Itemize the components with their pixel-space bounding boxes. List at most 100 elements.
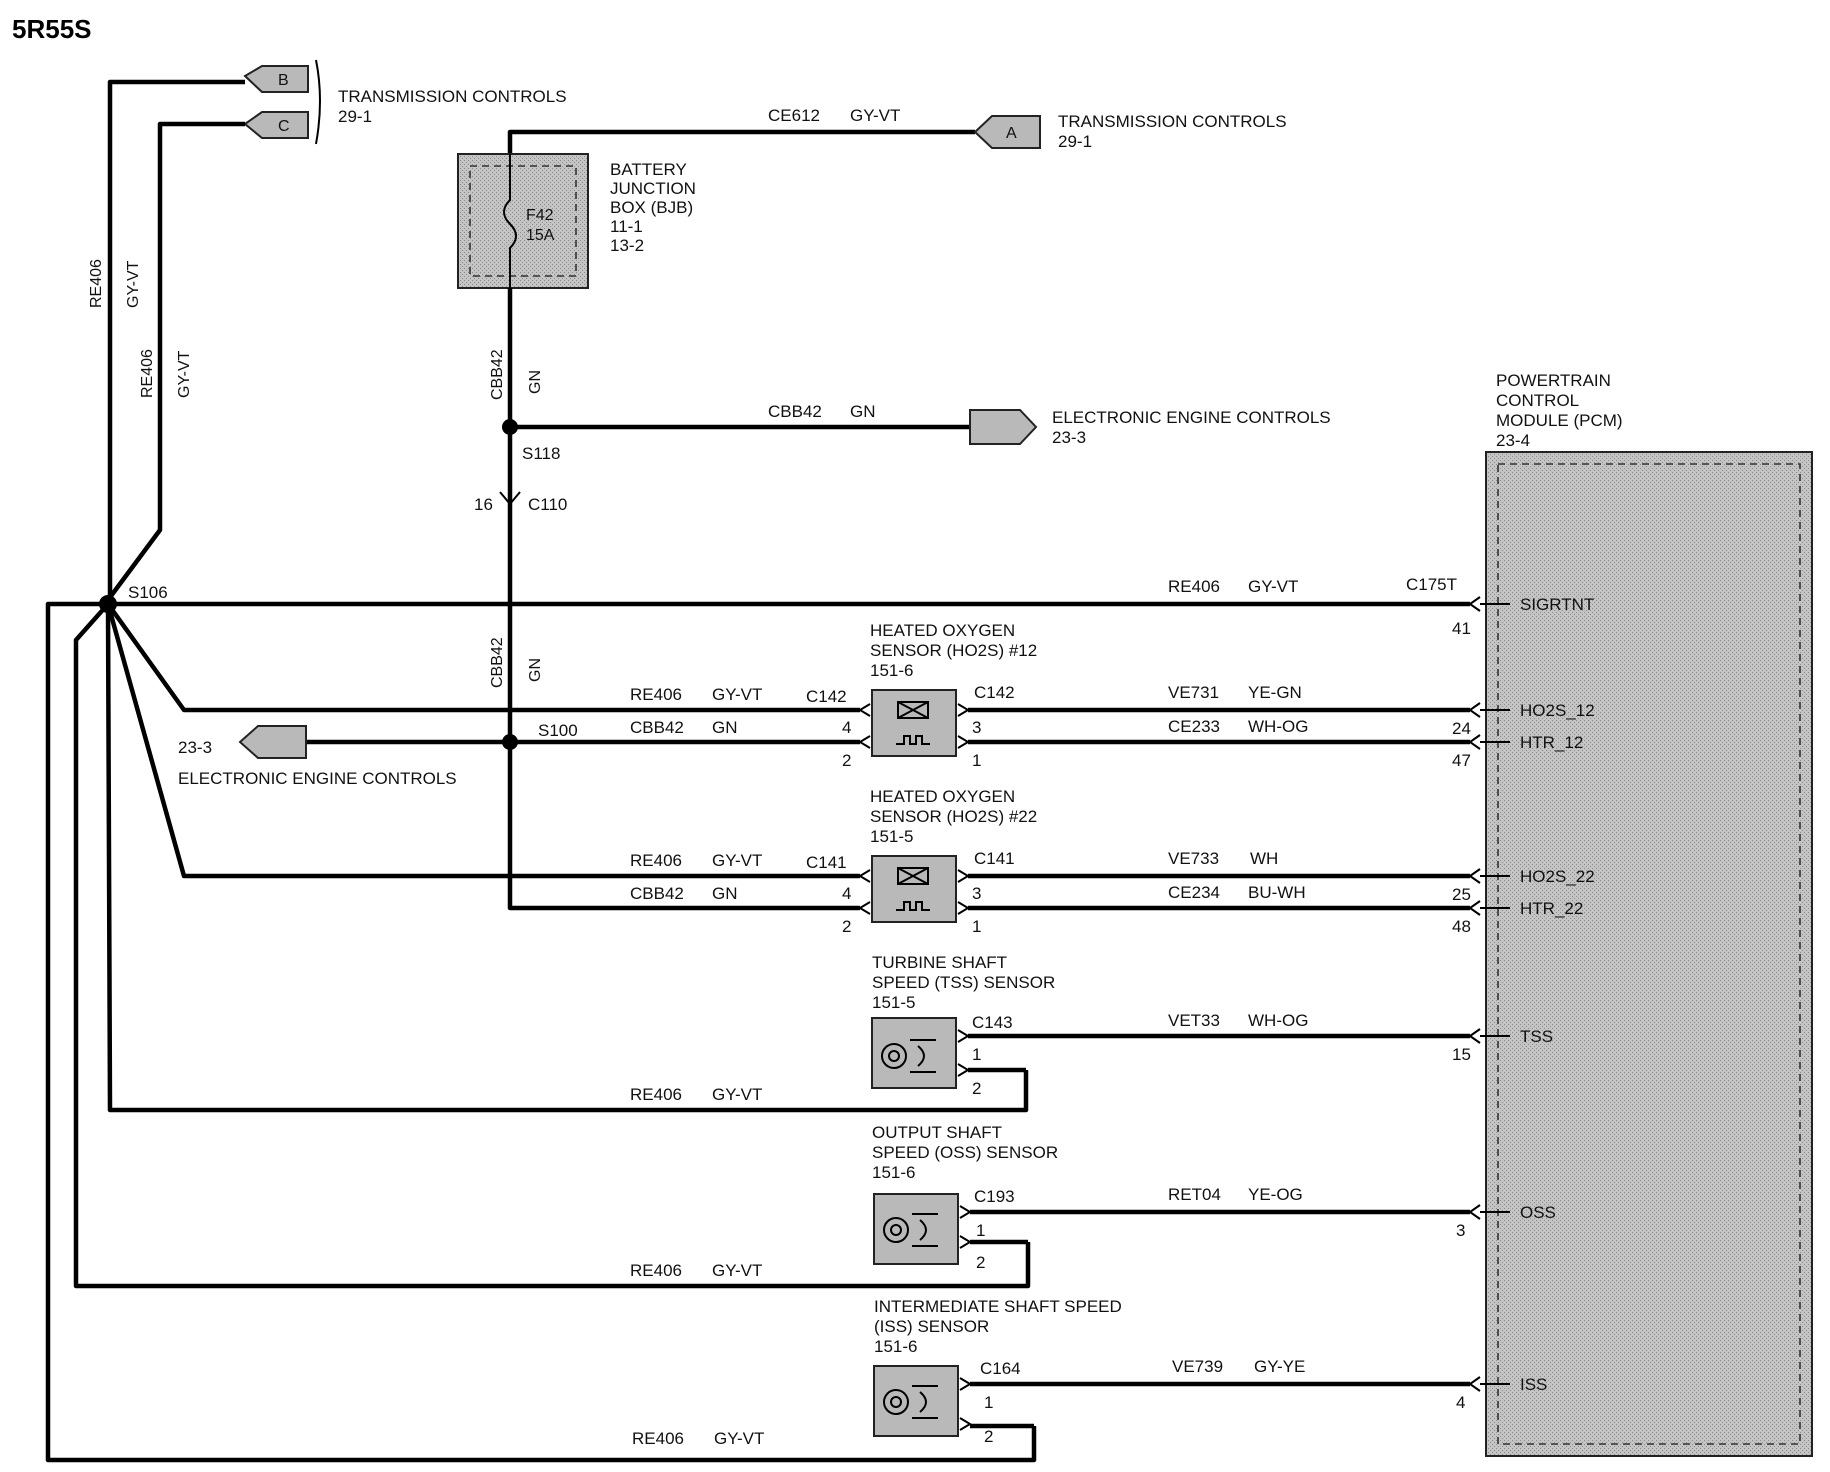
pcm-module	[1485, 451, 1813, 1457]
eec-left-name: ELECTRONIC ENGINE CONTROLS	[178, 769, 457, 788]
wire-label-gn-top: GN	[527, 370, 544, 394]
ho2s22-pins-right	[957, 869, 970, 915]
eec-top-page: 23-3	[1052, 428, 1086, 447]
wire-label-buwh: BU-WH	[1248, 883, 1306, 902]
wire-label-gyvt-sig: GY-VT	[1248, 577, 1298, 596]
wire-label-gyvt-ho2s22: GY-VT	[712, 851, 762, 870]
wire-s106-to-tss	[105, 603, 1029, 1113]
connector-b-flag: B	[243, 65, 309, 93]
ho2s12-pin-4: 4	[842, 718, 851, 737]
pcm-pin-arrow	[1468, 1204, 1481, 1220]
wire-label-cbb42-top: CBB42	[489, 349, 506, 400]
eec-top-name: ELECTRONIC ENGINE CONTROLS	[1052, 408, 1331, 427]
ho2s12-pins-left	[858, 703, 871, 749]
pcm-pin-number: 3	[1456, 1221, 1465, 1240]
wire-s106-to-oss	[73, 602, 1031, 1289]
fuse-id: F42	[526, 207, 554, 224]
pcm-pin-number: 4	[1456, 1393, 1465, 1412]
wire-label-gn-ho2s12: GN	[712, 718, 738, 737]
pcm-pin-signal: HO2S_12	[1520, 701, 1595, 720]
wire-label-re406-c: RE406	[139, 349, 156, 398]
pcm-pin-arrow	[1468, 702, 1481, 718]
iss-label-2: (ISS) SENSOR	[874, 1317, 989, 1336]
c110-pin: 16	[474, 495, 493, 514]
oss-label-2: SPEED (OSS) SENSOR	[872, 1143, 1058, 1162]
wire-label-re406-sig: RE406	[1168, 577, 1220, 596]
svg-text:C: C	[278, 118, 290, 135]
pcm-pin-rows: 41SIGRTNT24HO2S_1247HTR_1225HO2S_2248HTR…	[1452, 595, 1595, 1412]
ho2s12-pin-1: 1	[972, 751, 981, 770]
wire-label-ce234: CE234	[1168, 883, 1220, 902]
wire-label-gn-mid: GN	[527, 658, 544, 682]
wire-s106-to-ho2s12	[106, 602, 860, 713]
pcm-label-1: POWERTRAIN	[1496, 371, 1611, 390]
eec-left-flag	[238, 725, 307, 759]
tss-pins	[957, 1029, 970, 1077]
wire-label-ce233: CE233	[1168, 717, 1220, 736]
pcm-pin-arrow	[1468, 868, 1481, 884]
wire-s106-to-ho2s22	[105, 603, 860, 879]
iss-ref: 151-6	[874, 1337, 917, 1356]
pcm-pin-arrow	[1468, 596, 1481, 612]
wire-label-vet33: VET33	[1168, 1011, 1220, 1030]
fuse-rating: 15A	[526, 227, 555, 244]
oss-label-1: OUTPUT SHAFT	[872, 1123, 1002, 1142]
ho2s12-pin-3: 3	[972, 718, 981, 737]
iss-conn: C164	[980, 1359, 1021, 1378]
splice-s118-label: S118	[522, 444, 560, 463]
pcm-pin-number: 24	[1452, 719, 1471, 738]
wire-label-gyvt-c: GY-VT	[176, 350, 193, 398]
wire-label-ret04: RET04	[1168, 1185, 1221, 1204]
wire-label-gn-eec: GN	[850, 402, 876, 421]
oss-pins	[959, 1205, 972, 1249]
bc-ref-page: 29-1	[338, 107, 372, 126]
wire-label-cbb42-eec: CBB42	[768, 402, 822, 421]
ho2s12-ref: 151-6	[870, 661, 913, 680]
pcm-pin-signal: HTR_22	[1520, 899, 1583, 918]
wire-re406-from-b	[107, 79, 245, 600]
wire-label-re406-ho2s12: RE406	[630, 685, 682, 704]
svg-text:A: A	[1006, 125, 1017, 142]
wire-label-whog-ce233: WH-OG	[1248, 717, 1308, 736]
pcm-pin-signal: HO2S_22	[1520, 867, 1595, 886]
ho2s12-sensor	[871, 689, 957, 757]
bracket	[315, 59, 321, 145]
wire-s106-down-outer	[45, 601, 1037, 1463]
ho2s22-pin-2: 2	[842, 917, 851, 936]
ho2s12-label-2: SENSOR (HO2S) #12	[870, 641, 1037, 660]
bjb-ref-1: 11-1	[610, 217, 643, 236]
c110-label: C110	[528, 495, 567, 514]
oss-ref: 151-6	[872, 1163, 915, 1182]
tss-label-1: TURBINE SHAFT	[872, 953, 1007, 972]
tss-ref: 151-5	[872, 993, 915, 1012]
wire-label-re406-b: RE406	[88, 259, 105, 308]
wire-label-ve739: VE739	[1172, 1357, 1223, 1376]
wire-label-gn-ho2s22: GN	[712, 884, 738, 903]
bjb-label-3: BOX (BJB)	[610, 198, 693, 217]
wire-label-re406-ho2s22: RE406	[630, 851, 682, 870]
pcm-ref: 23-4	[1496, 431, 1530, 450]
wire-label-wh: WH	[1250, 849, 1278, 868]
splice-s106-label: S106	[128, 583, 168, 602]
wire-label-ve731: VE731	[1168, 683, 1219, 702]
pcm-label-3: MODULE (PCM)	[1496, 411, 1623, 430]
wire-label-cbb42-mid: CBB42	[489, 637, 506, 688]
oss-conn: C193	[974, 1187, 1015, 1206]
ho2s12-pin-2: 2	[842, 751, 851, 770]
ho2s22-label-1: HEATED OXYGEN	[870, 787, 1015, 806]
pcm-pin-arrow	[1468, 900, 1481, 916]
pcm-pin-signal: HTR_12	[1520, 733, 1583, 752]
tss-conn: C143	[972, 1013, 1013, 1032]
ho2s22-label-2: SENSOR (HO2S) #22	[870, 807, 1037, 826]
ho2s22-sensor	[871, 855, 957, 923]
wire-label-yegn: YE-GN	[1248, 683, 1302, 702]
wire-re406-from-c	[106, 121, 245, 602]
oss-pin-1: 1	[976, 1221, 985, 1240]
bjb-ref-2: 13-2	[610, 236, 644, 255]
pcm-pin-number: 25	[1452, 885, 1471, 904]
pcm-pin-signal: OSS	[1520, 1203, 1556, 1222]
ho2s22-pins-left	[858, 869, 871, 915]
wire-label-gyvt-b: GY-VT	[125, 260, 142, 308]
wire-label-re406-iss: RE406	[632, 1429, 684, 1448]
